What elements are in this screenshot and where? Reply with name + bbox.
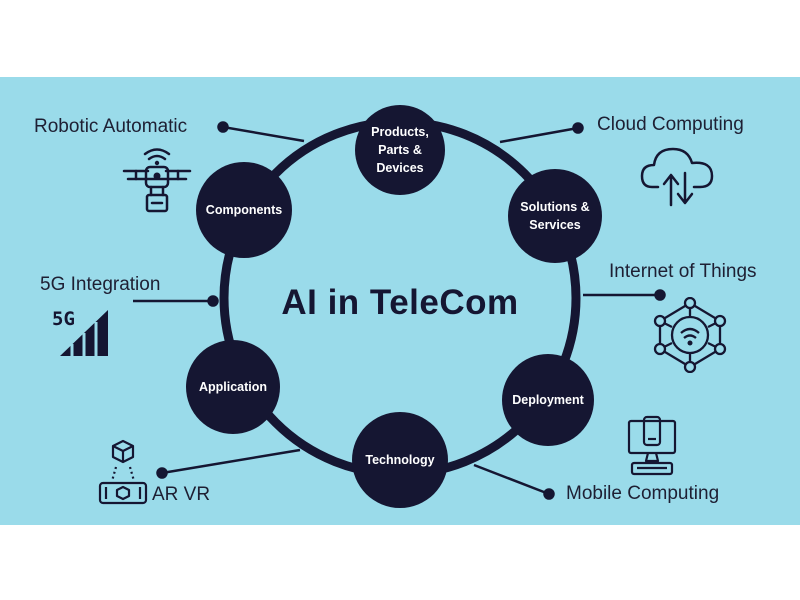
label-robotic: Robotic Automatic: [34, 116, 188, 137]
label-arvr: AR VR: [152, 484, 211, 505]
node-application: Application: [186, 340, 280, 434]
node-components-label: Components: [205, 202, 283, 217]
label-fiveg: 5G Integration: [40, 274, 161, 295]
connector-dot-robotic: [217, 121, 229, 133]
connector-dot-mobile: [543, 488, 555, 500]
node-technology: Technology: [352, 412, 448, 508]
connector-dot-iot: [654, 289, 666, 301]
node-products: Products, Parts & Devices: [355, 105, 445, 195]
connector-dot-cloud: [572, 122, 584, 134]
diagram-panel: AI in TeleCom Products, Parts & Devices …: [0, 77, 800, 525]
node-technology-label: Technology: [365, 452, 435, 467]
node-solutions: Solutions & Services: [508, 169, 602, 263]
drone-icon: [122, 148, 192, 213]
label-cloud: Cloud Computing: [597, 114, 744, 135]
5g-icon-text: 5G: [52, 308, 75, 330]
node-deployment-label: Deployment: [512, 392, 584, 407]
ar-vr-icon: [98, 439, 148, 505]
connector-cloud: [499, 126, 579, 144]
center-title: AI in TeleCom: [281, 283, 519, 322]
iot-network-icon: [653, 297, 727, 373]
connector-arvr: [161, 448, 301, 475]
node-application-label: Application: [198, 379, 268, 394]
label-mobile: Mobile Computing: [566, 483, 720, 504]
connector-dot-fiveg: [207, 295, 219, 307]
node-solutions-label: Solutions & Services: [520, 199, 590, 232]
connector-dot-arvr: [156, 467, 168, 479]
connector-mobile: [473, 463, 550, 496]
cloud-upload-download-icon: [640, 147, 714, 207]
computer-mobile-icon: [627, 415, 677, 476]
connectors: [133, 121, 666, 500]
node-deployment: Deployment: [502, 354, 594, 446]
connector-robotic: [222, 125, 305, 143]
5g-signal-icon: 5G: [52, 308, 108, 356]
label-iot: Internet of Things: [609, 261, 757, 282]
node-components: Components: [196, 162, 292, 258]
node-products-label: Products, Parts & Devices: [371, 124, 429, 176]
